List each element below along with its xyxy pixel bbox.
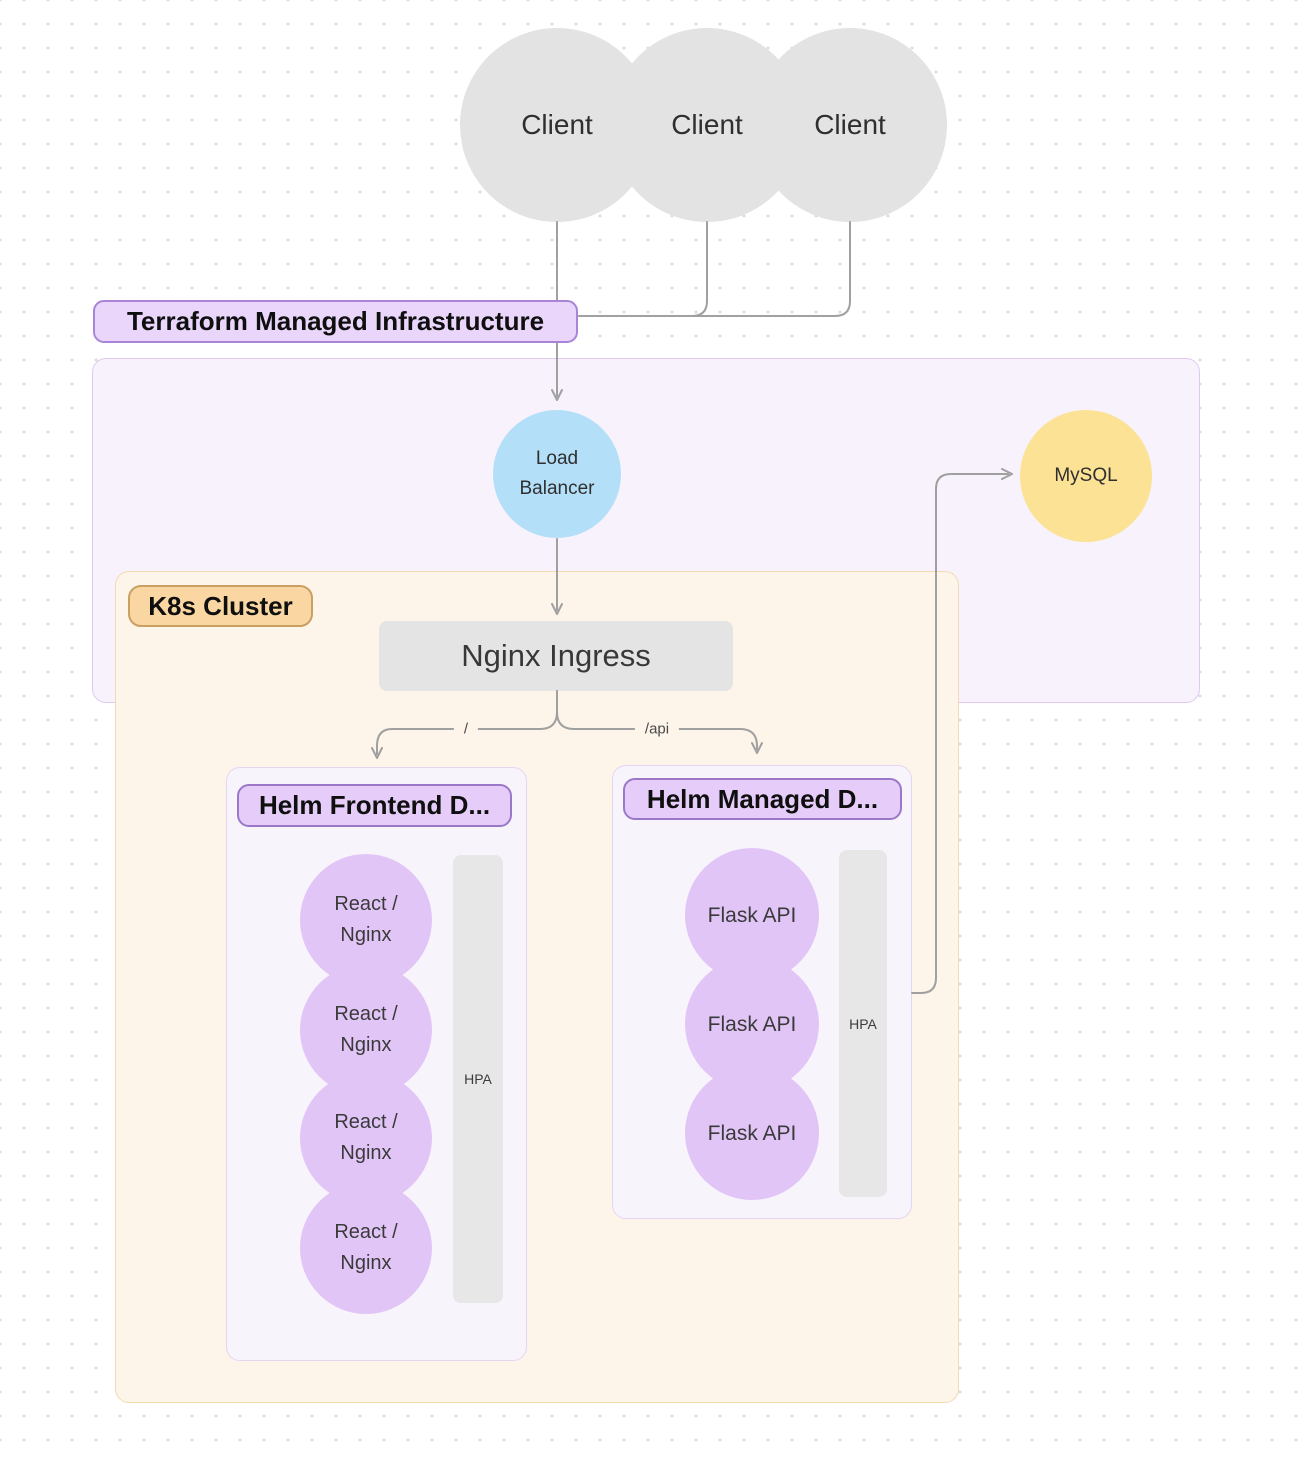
backend-hpa-bar: HPA [839,850,887,1197]
hpa-label: HPA [464,1071,492,1087]
hpa-label: HPA [849,1015,877,1032]
helm-frontend-label: Helm Frontend D... [258,790,491,820]
pod-label-line1: React / [334,1003,398,1025]
load-balancer-label-line2: Balancer [519,478,595,499]
nginx-ingress-node: Nginx Ingress [379,621,733,691]
client-node-2: Client [610,28,804,222]
pod-label: Flask API [707,1012,797,1036]
k8s-cluster-badge: K8s Cluster [128,585,313,627]
mysql-node: MySQL [1020,410,1152,542]
load-balancer-node: Load Balancer [493,410,621,538]
client-label: Client [814,109,886,140]
react-pod-4: React / Nginx [300,1182,432,1314]
nginx-ingress-label: Nginx Ingress [461,638,651,673]
pod-label-line2: Nginx [340,1034,392,1056]
frontend-hpa-bar: HPA [453,855,503,1303]
pod-label-line2: Nginx [340,1142,392,1164]
edge-client3-join [578,221,851,317]
client-label: Client [521,109,593,140]
route-label-api: /api [634,719,680,739]
flask-pod-3: Flask API [685,1066,819,1200]
client-label: Client [671,109,743,140]
pod-label-line1: React / [334,893,398,915]
pod-label-line2: Nginx [340,924,392,946]
k8s-cluster-label: K8s Cluster [148,590,293,621]
terraform-region-badge: Terraform Managed Infrastructure [93,300,578,343]
helm-managed-label: Helm Managed D... [646,783,879,814]
edge-client2-join [578,221,708,317]
client-node-3: Client [753,28,947,222]
helm-frontend-badge: Helm Frontend D... [237,784,512,827]
mysql-label: MySQL [1054,465,1118,486]
pod-label-line1: React / [334,1221,398,1243]
pod-label: Flask API [707,903,797,927]
route-label-root: / [453,719,479,739]
pod-label-line1: React / [334,1111,398,1133]
helm-managed-badge: Helm Managed D... [623,778,902,820]
pod-label-line2: Nginx [340,1252,392,1274]
pod-label: Flask API [707,1121,797,1145]
load-balancer-label-line1: Load [535,448,579,469]
terraform-region-label: Terraform Managed Infrastructure [126,306,545,336]
